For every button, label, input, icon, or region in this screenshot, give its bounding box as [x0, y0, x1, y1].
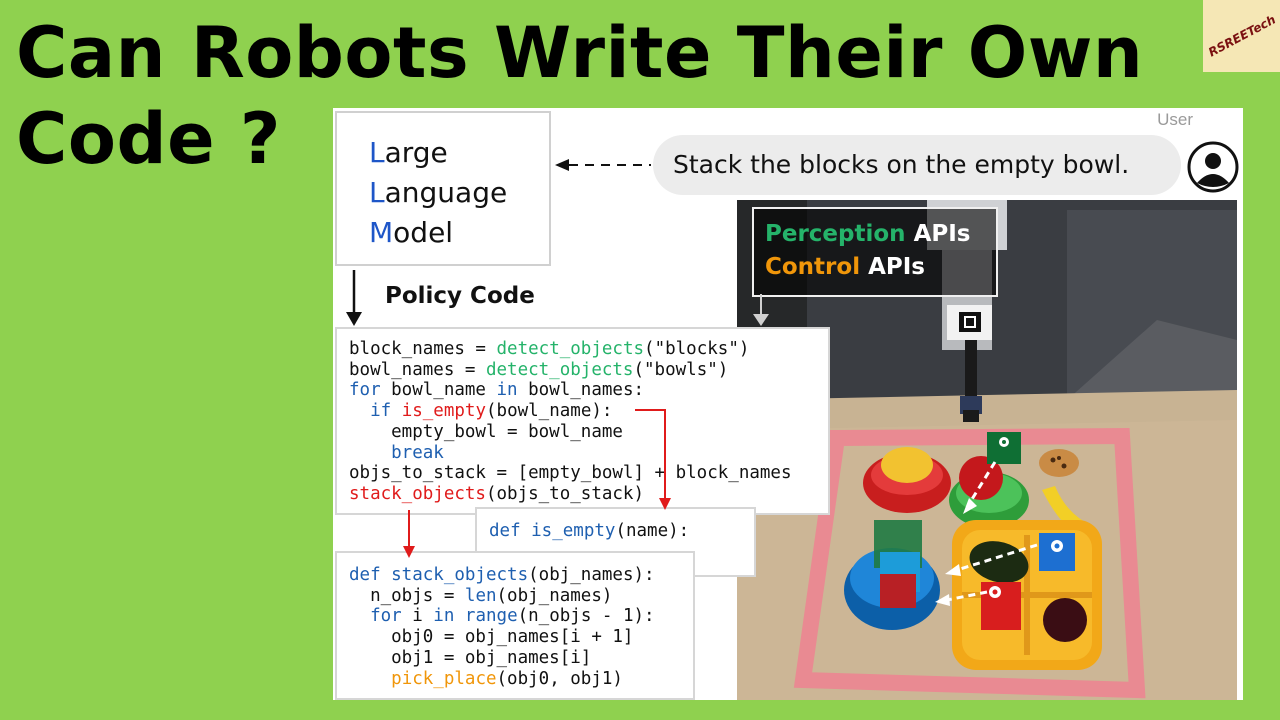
figure-panel: Large Language Model User Stack the bloc… — [333, 108, 1243, 700]
stack-objects-code-block: def stack_objects(obj_names): n_objs = l… — [335, 551, 695, 700]
llm-to-code-arrow — [346, 270, 362, 326]
llm-line-2: Language — [369, 176, 508, 209]
user-avatar-icon — [1187, 141, 1239, 193]
llm-line-1: Large — [369, 136, 448, 169]
perception-apis-label: Perception APIs — [765, 221, 970, 247]
user-to-llm-arrow — [555, 159, 651, 171]
policy-code-label: Policy Code — [385, 283, 535, 309]
user-message-bubble: Stack the blocks on the empty bowl. — [653, 135, 1181, 195]
llm-line-3: Model — [369, 216, 454, 249]
llm-box: Large Language Model — [335, 111, 551, 266]
user-label: User — [1157, 110, 1193, 129]
policy-code-block: block_names = detect_objects("blocks") b… — [335, 327, 830, 515]
control-apis-label: Control APIs — [765, 254, 925, 280]
robot-scene-photo: Perception APIs Control APIs — [737, 200, 1237, 700]
channel-logo: RSREETech — [1203, 0, 1280, 72]
logo-text: RSREETech — [1205, 12, 1278, 60]
page-title: Can Robots Write Their Own Code ? — [16, 12, 1144, 180]
